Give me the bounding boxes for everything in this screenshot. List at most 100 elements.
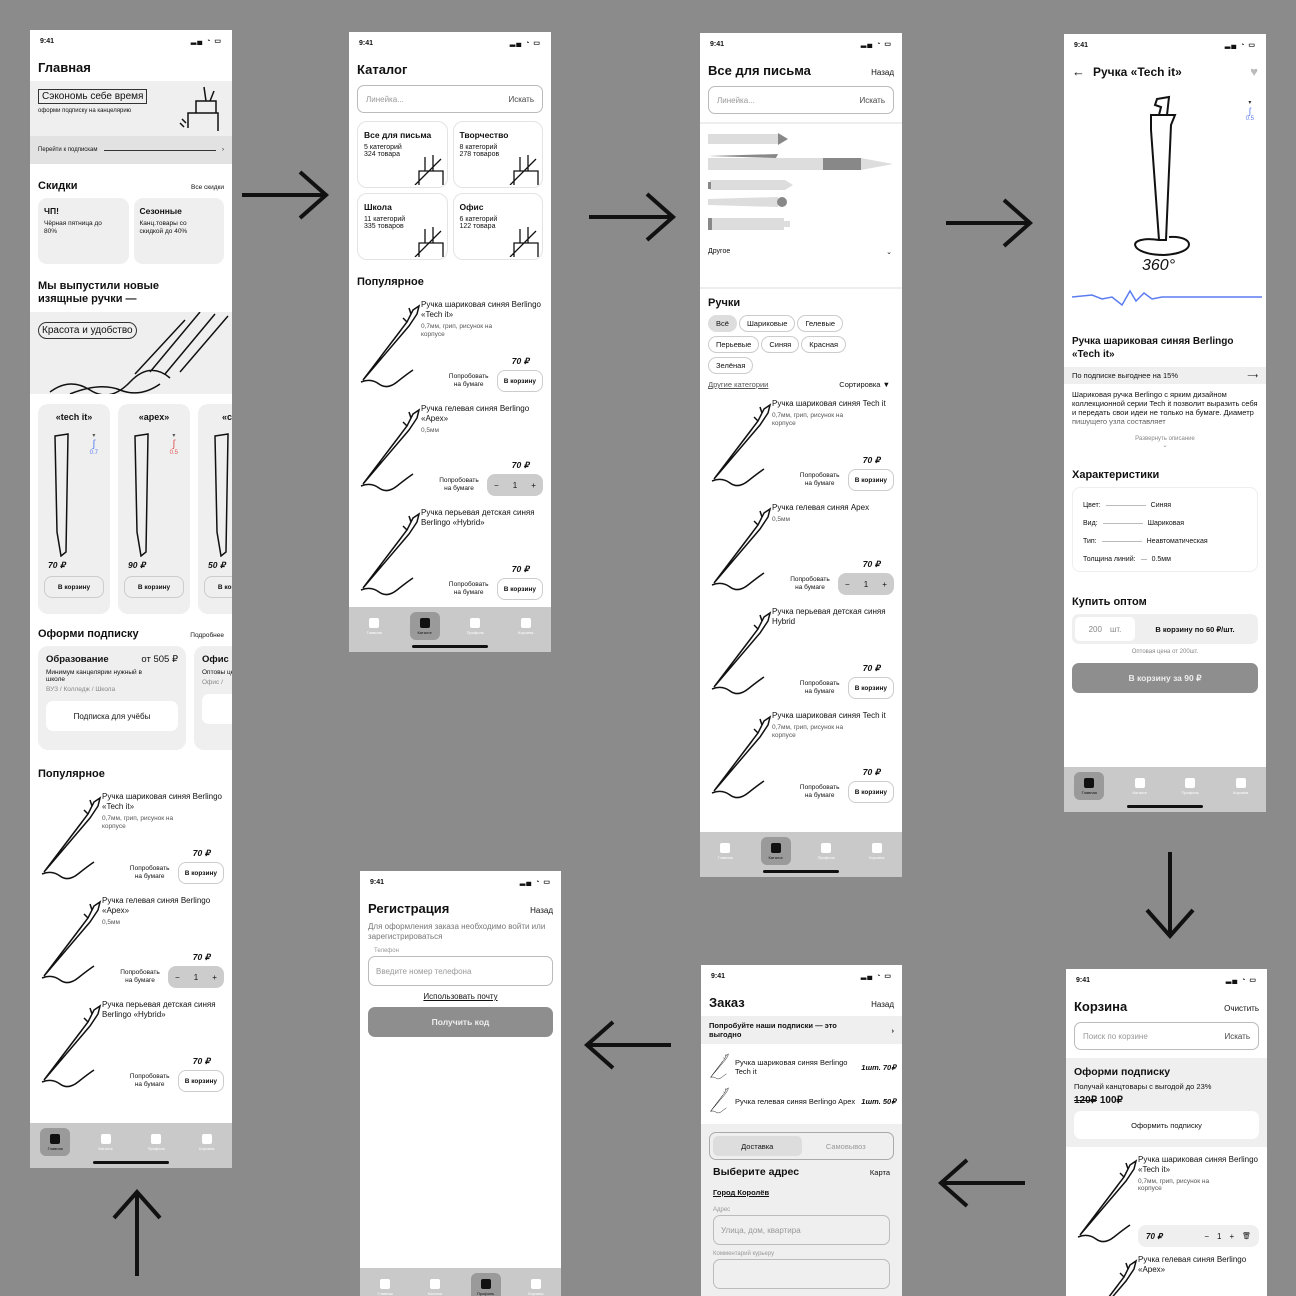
try-on-paper-link[interactable]: Попробовать на бумаге <box>120 969 160 984</box>
plus-button[interactable]: + <box>531 480 536 490</box>
minus-button[interactable]: − <box>845 579 850 589</box>
add-to-cart-button[interactable]: В корзину за 90 ₽ <box>1072 663 1258 693</box>
quantity-stepper[interactable]: −1+🗑 <box>1204 1232 1251 1241</box>
back-arrow-icon[interactable]: ← <box>1072 64 1085 79</box>
search-button[interactable]: Искать <box>859 95 885 105</box>
new-pens-banner[interactable]: Красота и удобство <box>30 312 232 394</box>
tab-profile[interactable]: Профиль <box>470 1273 501 1296</box>
product-item[interactable]: Ручка шариковая синяя Berlingo «Tech it»… <box>349 294 551 398</box>
sort-button[interactable]: Сортировка ▼ <box>839 380 890 389</box>
plus-button[interactable]: + <box>882 579 887 589</box>
try-on-paper-link[interactable]: Попробовать на бумаге <box>439 477 479 492</box>
product-item[interactable]: Ручка гелевая синяя Berlingo «Apex»0,5мм… <box>349 398 551 502</box>
discount-card[interactable]: ЧП!Чёрная пятница до 80% <box>38 198 129 264</box>
tab-catalog[interactable]: Каталог <box>420 1273 450 1296</box>
trash-icon[interactable]: 🗑 <box>1242 1232 1251 1240</box>
tab-pickup[interactable]: Самовывоз <box>825 1141 866 1151</box>
add-to-cart-button[interactable]: В корзину <box>44 576 104 598</box>
subscription-more-link[interactable]: Подробнее <box>190 632 224 639</box>
promo-banner[interactable]: Сэкономь себе время оформи подписку на к… <box>30 81 232 164</box>
tab-catalog[interactable]: Каталог <box>91 1128 121 1156</box>
minus-button[interactable]: − <box>1204 1231 1209 1241</box>
filter-chip[interactable]: Шариковые <box>738 315 796 332</box>
tab-home[interactable]: Главная <box>359 612 389 640</box>
bulk-add-button[interactable]: В корзину по 60 ₽/шт. <box>1155 624 1235 634</box>
add-to-cart-button[interactable]: В корзину <box>124 576 184 598</box>
tab-cart[interactable]: Корзина <box>1226 772 1256 800</box>
tab-delivery[interactable]: Доставка <box>713 1136 802 1156</box>
try-on-paper-link[interactable]: Попробовать на бумаге <box>790 576 830 591</box>
heart-icon[interactable]: ♥ <box>1250 64 1258 79</box>
add-to-cart-button[interactable]: В корзину <box>496 578 543 600</box>
add-to-cart-button[interactable]: В корзину <box>847 781 894 803</box>
try-on-paper-link[interactable]: Попробовать на бумаге <box>129 865 170 880</box>
back-button[interactable]: Назад <box>871 68 894 77</box>
city-link[interactable]: Город Королёв <box>713 1188 770 1197</box>
tab-cart[interactable]: Корзина <box>862 837 892 865</box>
filter-chip[interactable]: Зелёная <box>708 357 754 374</box>
filter-chip[interactable]: Всё <box>708 315 737 332</box>
tab-profile[interactable]: Профиль <box>141 1128 171 1156</box>
subscription-card-button[interactable]: Подписка для учёбы <box>46 701 178 731</box>
tab-catalog[interactable]: Каталог <box>1125 772 1155 800</box>
try-on-paper-link[interactable]: Попробовать на бумаге <box>799 680 840 695</box>
clear-cart-button[interactable]: Очистить <box>1224 1004 1259 1013</box>
map-button[interactable]: Карта <box>869 1168 890 1177</box>
quantity-stepper[interactable]: −1+ <box>168 966 224 988</box>
add-to-cart-button[interactable]: В корзину <box>496 370 543 392</box>
all-discounts-link[interactable]: Все скидки <box>191 184 224 191</box>
search-button[interactable]: Искать <box>508 94 534 104</box>
add-to-cart-button[interactable]: В корзину <box>847 469 894 491</box>
subscription-promo[interactable]: По подписке выгоднее на 15%⟶ <box>1064 367 1266 384</box>
filter-chip[interactable]: Синяя <box>761 336 800 353</box>
chevron-down-icon[interactable]: ⌄ <box>886 249 892 256</box>
back-button[interactable]: Назад <box>871 1000 894 1009</box>
subscription-card-button[interactable]: По <box>202 694 232 724</box>
tab-cart[interactable]: Корзина <box>511 612 541 640</box>
tab-cart[interactable]: Корзина <box>521 1273 551 1296</box>
add-to-cart-button[interactable]: В корзину <box>177 862 224 884</box>
cart-item[interactable]: Ручка гелевая синяя Berlingo «Apex» <box>1066 1247 1267 1296</box>
tab-catalog[interactable]: Каталог <box>760 837 791 865</box>
try-on-paper-link[interactable]: Попробовать на бумаге <box>448 373 489 388</box>
tab-home[interactable]: Главная <box>40 1128 71 1156</box>
add-to-cart-button[interactable]: В корзину <box>847 677 894 699</box>
subscriptions-link[interactable]: Перейти к подпискам› <box>30 136 232 164</box>
plus-button[interactable]: + <box>212 972 217 982</box>
other-tools-panel[interactable]: Другое⌄ <box>700 122 902 287</box>
new-pens-pill[interactable]: Красота и удобство <box>38 322 137 339</box>
quantity-stepper[interactable]: −1+ <box>838 573 894 595</box>
search-button[interactable]: Искать <box>1224 1031 1250 1041</box>
tab-profile[interactable]: Профиль <box>1175 772 1205 800</box>
search-input[interactable]: Линейка...Искать <box>357 85 543 113</box>
add-to-cart-button[interactable]: В корзину <box>204 576 232 598</box>
filter-chip[interactable]: Перьевые <box>708 336 760 353</box>
minus-button[interactable]: − <box>175 972 180 982</box>
tab-catalog[interactable]: Каталог <box>409 612 440 640</box>
tab-home[interactable]: Главная <box>710 837 740 865</box>
search-input[interactable]: Линейка...Искать <box>708 86 894 114</box>
pen-card[interactable]: «crue50 ₽В корзину <box>198 404 232 614</box>
filter-chip[interactable]: Гелевые <box>797 315 844 332</box>
try-on-paper-link[interactable]: Попробовать на бумаге <box>799 784 840 799</box>
use-email-link[interactable]: Использовать почту <box>423 992 498 1001</box>
plus-button[interactable]: + <box>1229 1231 1235 1241</box>
filter-chip[interactable]: Красная <box>801 336 847 353</box>
add-to-cart-button[interactable]: В корзину <box>177 1070 224 1092</box>
tab-home[interactable]: Главная <box>1074 772 1105 800</box>
